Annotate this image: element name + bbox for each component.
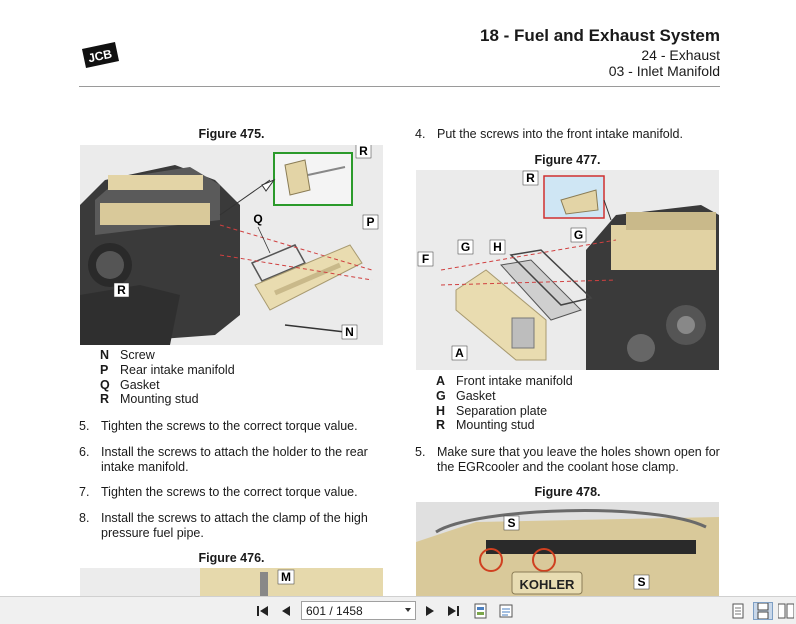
step-item: 8.Install the screws to attach the clamp… [79, 511, 368, 540]
step-item: 4.Put the screws into the front intake m… [415, 127, 683, 141]
page-number-select[interactable]: 601 / 1458 [301, 601, 416, 620]
viewer-toolbar: 601 / 1458 [0, 596, 796, 624]
first-page-icon[interactable] [255, 602, 271, 620]
prev-page-icon[interactable] [279, 602, 293, 620]
figure-476-image: M [80, 568, 383, 596]
fit-width-icon[interactable] [497, 602, 515, 620]
step-item: 5.Make sure that you leave the holes sho… [415, 445, 720, 474]
figure-477-image: R G H G F A [416, 170, 719, 370]
figure-478-title: Figure 478. [534, 485, 601, 499]
callout-r-top: R [359, 145, 368, 158]
callout-s-left: S [507, 516, 515, 530]
figure-475-image: R P Q R N [80, 145, 383, 345]
page-number-value: 601 / 1458 [306, 603, 363, 618]
continuous-view-icon[interactable] [753, 602, 773, 620]
step-item: 5.Tighten the screws to the correct torq… [79, 419, 358, 433]
logo-text: JCB [87, 47, 114, 66]
callout-g-right: G [574, 228, 583, 242]
fit-page-icon[interactable] [472, 602, 490, 620]
callout-s-right: S [637, 575, 645, 589]
section-title: 24 - Exhaust [641, 47, 720, 63]
facing-view-icon[interactable] [778, 602, 794, 620]
callout-h: H [493, 240, 502, 254]
figure-476-title: Figure 476. [198, 551, 265, 565]
callout-n: N [345, 325, 354, 339]
jcb-logo-icon: JCB [82, 42, 119, 68]
callout-q: Q [253, 212, 262, 226]
figure-477-title: Figure 477. [534, 153, 601, 167]
step-item: 7.Tighten the screws to the correct torq… [79, 485, 358, 499]
figure-475-title: Figure 475. [198, 127, 265, 141]
chapter-title: 18 - Fuel and Exhaust System [480, 26, 720, 45]
document-page: JCB 18 - Fuel and Exhaust System 24 - Ex… [79, 26, 720, 596]
kohler-brand-text: KOHLER [520, 577, 576, 592]
next-page-icon[interactable] [423, 602, 437, 620]
callout-p: P [366, 215, 374, 229]
subsection-title: 03 - Inlet Manifold [608, 63, 720, 79]
callout-a: A [455, 346, 464, 360]
callout-r: R [526, 171, 535, 185]
callout-m: M [281, 570, 291, 584]
callout-g-top: G [461, 240, 470, 254]
figure-478-image: KOHLER S S [416, 502, 719, 596]
callout-f: F [422, 252, 429, 266]
last-page-icon[interactable] [445, 602, 461, 620]
step-item: 6.Install the screws to attach the holde… [79, 445, 368, 474]
header-divider [79, 86, 720, 87]
chevron-down-icon [405, 608, 411, 612]
callout-r-left: R [117, 283, 126, 297]
single-page-view-icon[interactable] [730, 602, 746, 620]
